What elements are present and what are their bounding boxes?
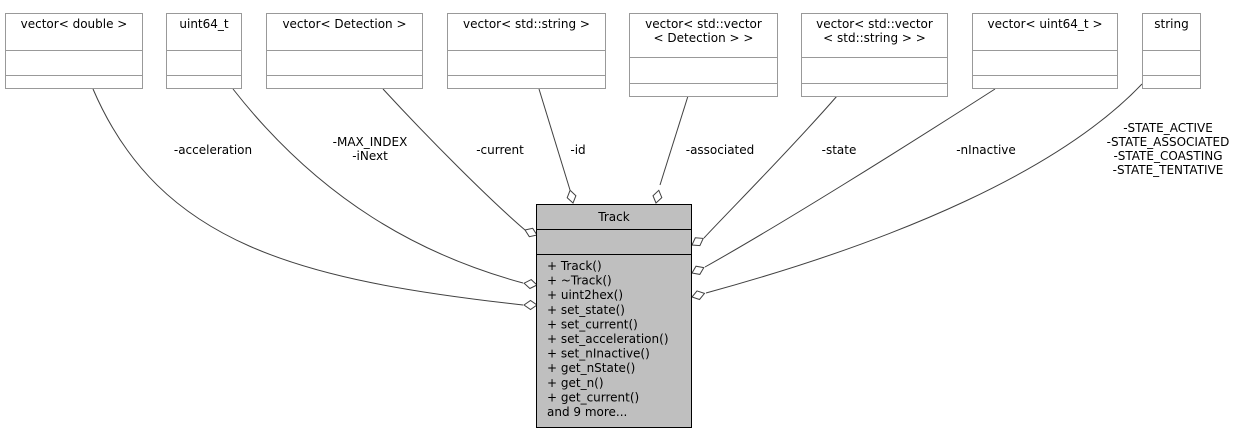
- class-box-name: vector< uint64_t >: [987, 17, 1102, 31]
- class-box-outline: [629, 13, 778, 97]
- association-label: -STATE_TENTATIVE: [1113, 163, 1224, 177]
- class-box-vec-vec-string: vector< std::vector< std::string > >: [801, 13, 948, 97]
- track-method: + uint2hex(): [547, 288, 623, 302]
- association-label: -STATE_ACTIVE: [1123, 121, 1213, 135]
- aggregation-diamond: [691, 265, 705, 275]
- association-vec-uint64: [691, 88, 996, 275]
- class-box-name: vector< Detection >: [282, 17, 406, 31]
- association-vec-detection: [382, 88, 538, 238]
- association-line: [704, 88, 996, 268]
- association-line: [232, 88, 524, 284]
- track-method: + set_nInactive(): [547, 347, 650, 361]
- association-line: [659, 95, 689, 186]
- class-box-name: string: [1154, 17, 1188, 31]
- class-box-vec-vec-detection: vector< std::vector< Detection > >: [629, 13, 778, 97]
- class-box-vec-detection: vector< Detection >: [266, 13, 423, 89]
- association-line: [703, 95, 838, 239]
- association-label: -nInactive: [956, 143, 1016, 157]
- class-box-vec-uint64: vector< uint64_t >: [972, 13, 1118, 89]
- main-class: Track+ Track()+ ~Track()+ uint2hex()+ se…: [536, 204, 692, 428]
- association-vec-vec-detection: [652, 95, 689, 204]
- association-uint64: [232, 88, 538, 290]
- association-edges: [92, 83, 1143, 311]
- track-class-box: [536, 204, 692, 428]
- track-method: + ~Track(): [547, 274, 612, 288]
- class-box-outline: [801, 13, 948, 97]
- association-vec-vec-string: [691, 95, 838, 247]
- association-label: -STATE_ASSOCIATED: [1107, 135, 1230, 149]
- aggregation-diamond: [691, 237, 704, 247]
- track-method: + set_state(): [547, 303, 625, 317]
- association-label: -STATE_COASTING: [1113, 149, 1222, 163]
- aggregation-diamond: [566, 189, 577, 204]
- class-box-name: < std::string > >: [823, 31, 926, 45]
- class-box-name: uint64_t: [179, 17, 229, 31]
- association-label: -iNext: [352, 149, 388, 163]
- track-method: + get_nState(): [547, 361, 635, 375]
- track-method: and 9 more...: [547, 405, 627, 419]
- association-label: -id: [570, 143, 585, 157]
- track-method: + get_n(): [547, 376, 604, 390]
- track-method: + get_current(): [547, 390, 639, 404]
- association-vec-double: [92, 88, 538, 311]
- aggregation-diamond: [652, 189, 663, 204]
- association-line: [92, 88, 524, 306]
- class-box-string: string: [1142, 13, 1201, 89]
- track-method: + Track(): [547, 259, 602, 273]
- association-line: [538, 88, 571, 191]
- class-box-vec-string: vector< std::string >: [447, 13, 606, 89]
- class-box-vec-double: vector< double >: [5, 13, 143, 89]
- association-label: -MAX_INDEX: [333, 135, 408, 149]
- association-line: [705, 83, 1143, 294]
- track-method: + set_current(): [547, 317, 638, 331]
- class-box-name: vector< std::vector: [645, 17, 762, 31]
- track-class-name: Track: [597, 210, 629, 224]
- class-box-name: vector< std::vector: [816, 17, 933, 31]
- aggregation-diamond: [524, 227, 538, 238]
- association-label: -state: [822, 143, 857, 157]
- class-box-uint64: uint64_t: [166, 13, 242, 89]
- type-boxes: vector< double > uint64_t vector< Detectio…: [5, 13, 1201, 97]
- association-label: -current: [476, 143, 524, 157]
- aggregation-diamond: [523, 299, 538, 311]
- edge-labels: -acceleration -MAX_INDEX-iNext -current -id…: [174, 121, 1230, 177]
- track-method: + set_acceleration(): [547, 332, 669, 346]
- association-line: [382, 88, 526, 231]
- class-box-name: < Detection > >: [654, 31, 754, 45]
- association-string: [691, 83, 1143, 301]
- class-box-name: vector< std::string >: [463, 17, 590, 31]
- class-box-name: vector< double >: [21, 17, 128, 31]
- aggregation-diamond: [691, 290, 706, 301]
- association-label: -associated: [686, 143, 755, 157]
- association-label: -acceleration: [174, 143, 252, 157]
- association-vec-string: [538, 88, 577, 204]
- aggregation-diamond: [523, 278, 538, 290]
